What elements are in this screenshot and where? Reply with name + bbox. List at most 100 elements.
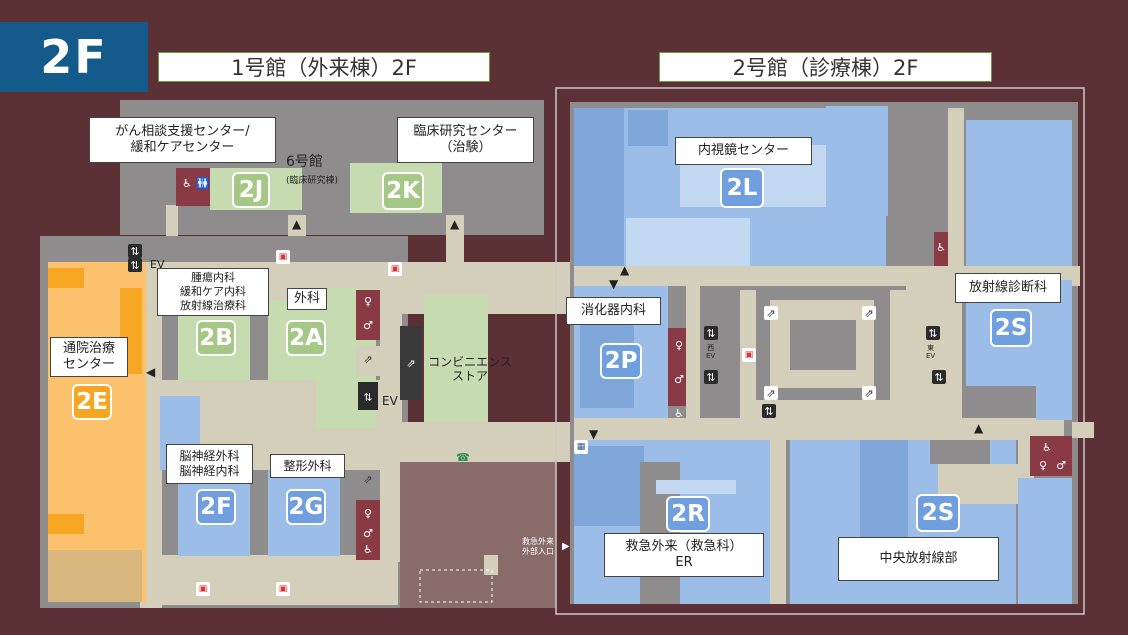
corridor-b1-bottom bbox=[140, 555, 398, 605]
arrow-down-2R: ▼ bbox=[589, 427, 599, 441]
badge-2L[interactable]: 2L bbox=[720, 168, 764, 208]
corridor-b2-bottom bbox=[770, 440, 786, 604]
elevator-icon: ⇅ bbox=[932, 370, 946, 384]
elevator-icon: ⇅ bbox=[762, 404, 776, 418]
badge-2P[interactable]: 2P bbox=[600, 343, 642, 379]
label-neuro[interactable]: 脳神経外科 脳神経内科 bbox=[166, 444, 253, 484]
badge-2K[interactable]: 2K bbox=[382, 172, 424, 210]
restroom-icon: ♂ bbox=[674, 372, 684, 386]
arrow-up-connector: ▲ bbox=[620, 263, 630, 277]
label-surgery[interactable]: 外科 bbox=[287, 288, 327, 310]
room-top-mid bbox=[826, 106, 888, 216]
room-2R-corr bbox=[656, 480, 736, 494]
room-top-far-right bbox=[966, 120, 1072, 268]
badge-2S-lower[interactable]: 2S bbox=[916, 494, 960, 532]
corridor-b2-south bbox=[574, 418, 1064, 440]
badge-2F[interactable]: 2F bbox=[196, 489, 236, 525]
ev-label-center: EV bbox=[382, 394, 398, 408]
elevator-icon: ⇅ bbox=[704, 370, 718, 384]
building-6-sub: (臨床研究棟) bbox=[286, 175, 339, 186]
restroom-top-right bbox=[934, 232, 948, 268]
room-top-right bbox=[890, 106, 948, 256]
restroom-icon: ♀ bbox=[363, 506, 373, 520]
label-emergency[interactable]: 救急外来（救急科） ER bbox=[604, 533, 764, 577]
west-ev-label: 西 EV bbox=[706, 344, 716, 361]
east-ev-label: 東 EV bbox=[926, 344, 936, 361]
room-2R-left bbox=[574, 446, 644, 526]
passage-east bbox=[1072, 422, 1094, 438]
badge-2A[interactable]: 2A bbox=[286, 320, 326, 356]
label-central-radiology[interactable]: 中央放射線部 bbox=[838, 537, 999, 581]
room-2L-left bbox=[574, 108, 624, 268]
building-6-name: 6号館 bbox=[286, 153, 323, 170]
label-clinical-research[interactable]: 臨床研究センター （治験） bbox=[397, 117, 534, 163]
building-1-title: 1号館（外来棟）2F bbox=[158, 52, 490, 82]
elevator-icon: ⇅ bbox=[926, 326, 940, 340]
phone-icon: ☎ bbox=[456, 450, 470, 464]
badge-2G[interactable]: 2G bbox=[286, 489, 326, 525]
room-2E-bottom bbox=[48, 514, 84, 534]
restroom-icon: 🚻 bbox=[196, 176, 210, 190]
restroom-icon: ♀ bbox=[1038, 458, 1048, 472]
label-gastroenterology[interactable]: 消化器内科 bbox=[566, 297, 661, 325]
restroom-b2-bottom bbox=[1030, 436, 1072, 476]
restroom-b1-1 bbox=[356, 290, 380, 340]
fire-extinguisher-icon: ▣ bbox=[276, 250, 290, 264]
floor-badge: 2F bbox=[0, 22, 148, 92]
restroom-icon: ♀ bbox=[674, 338, 684, 352]
arrow-down-connector: ▼ bbox=[609, 277, 619, 291]
escalator-icon: ⇗ bbox=[363, 472, 373, 486]
label-gan-support[interactable]: がん相談支援センター/ 緩和ケアセンター bbox=[89, 117, 276, 163]
fire-extinguisher-icon: ▣ bbox=[196, 582, 210, 596]
elevator-icon: ⇅ bbox=[128, 258, 142, 272]
wheelchair-icon: ♿ bbox=[674, 406, 684, 420]
ev-label-left: EV bbox=[150, 258, 165, 271]
building-6-label: 6号館 (臨床研究棟) bbox=[286, 137, 338, 187]
badge-2S-upper[interactable]: 2S bbox=[990, 309, 1032, 347]
corridor-b1-east bbox=[380, 262, 402, 562]
emergency-area bbox=[400, 462, 556, 608]
wheelchair-icon: ♿ bbox=[936, 240, 946, 254]
restroom-icon: ♂ bbox=[1056, 458, 1066, 472]
convenience-store-label: コンビニエンス ストア bbox=[428, 355, 512, 384]
label-orthopedics[interactable]: 整形外科 bbox=[270, 454, 345, 478]
badge-2J[interactable]: 2J bbox=[232, 172, 270, 208]
corridor-b2-top-right bbox=[948, 108, 964, 268]
arrow-up-east: ▲ bbox=[974, 421, 984, 435]
elevator-icon: ⇅ bbox=[363, 390, 373, 404]
badge-2B[interactable]: 2B bbox=[196, 320, 236, 356]
badge-2E[interactable]: 2E bbox=[72, 384, 112, 420]
utility-b1-1 bbox=[356, 346, 380, 376]
emergency-stair bbox=[484, 555, 498, 575]
wheelchair-icon: ♿ bbox=[1042, 440, 1052, 454]
badge-2R[interactable]: 2R bbox=[666, 496, 710, 532]
building-2-title: 2号館（診療棟）2F bbox=[659, 52, 992, 82]
restroom-icon: ♀ bbox=[363, 294, 373, 308]
room-b2-westev bbox=[700, 290, 730, 410]
restroom-icon: ♂ bbox=[363, 318, 373, 332]
arrow-left-2E: ◀ bbox=[146, 365, 156, 379]
elevator-icon: ▦ bbox=[574, 440, 588, 454]
restroom-icon: ♿ bbox=[180, 176, 194, 190]
label-diagnostic-radiology[interactable]: 放射線診断科 bbox=[955, 273, 1061, 303]
emergency-entrance-label: 救急外来 外部入口 bbox=[522, 537, 554, 556]
corridor-b2-east bbox=[906, 286, 962, 418]
corridor-b2-west bbox=[686, 286, 700, 418]
label-outpatient-treatment[interactable]: 通院治療 センター bbox=[50, 337, 128, 377]
building-2-outline bbox=[555, 87, 1085, 615]
room-b2-far-right bbox=[1018, 478, 1072, 604]
escalator-b1 bbox=[400, 326, 422, 400]
arrow-right-emergency: ▶ bbox=[562, 541, 570, 552]
escalator-icon: ⇗ bbox=[764, 386, 778, 400]
corridor-6-right bbox=[446, 215, 464, 267]
utility-b1-ev bbox=[358, 382, 378, 410]
room-2S1-low bbox=[1036, 376, 1072, 420]
stairs-b1 bbox=[48, 550, 142, 602]
room-2L-bottom bbox=[626, 218, 750, 268]
fire-extinguisher-icon: ▣ bbox=[276, 582, 290, 596]
label-oncology[interactable]: 腫瘍内科 緩和ケア内科 放射線治療科 bbox=[157, 268, 269, 316]
fire-extinguisher-icon: ▣ bbox=[388, 262, 402, 276]
label-endoscopy[interactable]: 内視鏡センター bbox=[675, 137, 812, 165]
restroom-icon: ♂ bbox=[363, 526, 373, 540]
room-2L-upper bbox=[628, 110, 668, 146]
